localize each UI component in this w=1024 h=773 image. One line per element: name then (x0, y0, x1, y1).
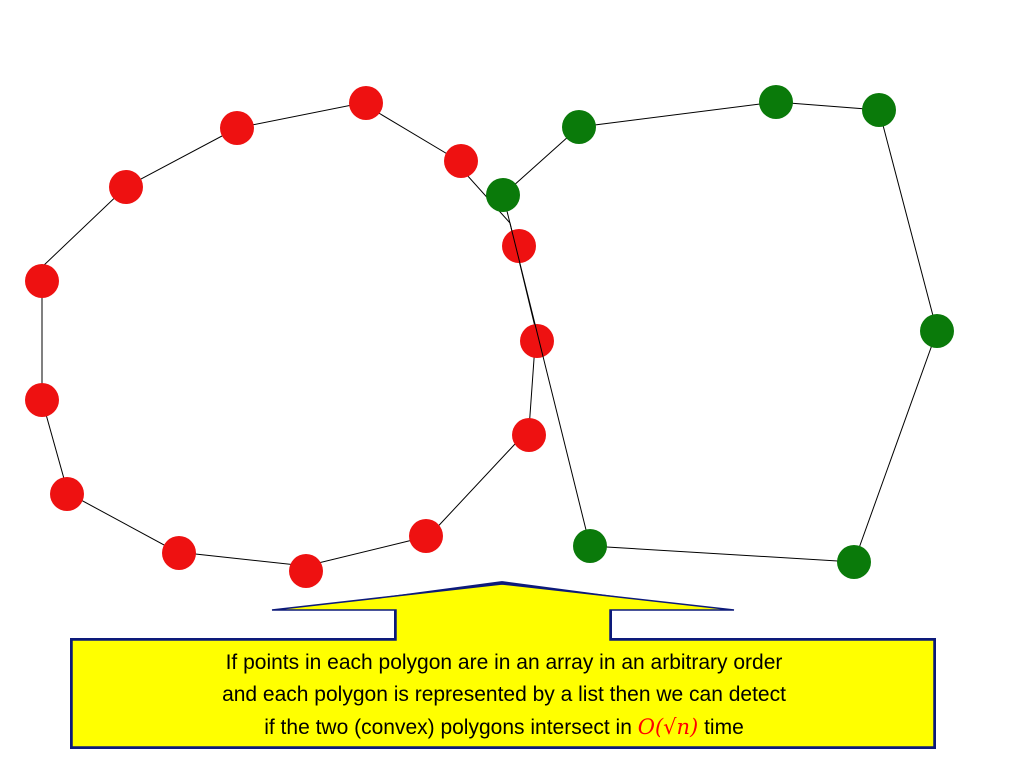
red-vertex-10 (289, 554, 323, 588)
green-vertex-6 (837, 545, 871, 579)
red-vertex-4 (349, 86, 383, 120)
green-vertex-3 (759, 85, 793, 119)
red-vertex-1 (25, 264, 59, 298)
callout-line-3: if the two (convex) polygons intersect i… (264, 711, 744, 744)
green-vertex-1 (486, 178, 520, 212)
callout-box (66, 576, 940, 753)
red-vertex-5 (444, 144, 478, 178)
callout-fill (71, 583, 935, 748)
red-vertex-8 (512, 418, 546, 452)
callout-line-1: If points in each polygon are in an arra… (225, 650, 783, 674)
callout-line-2: and each polygon is represented by a lis… (222, 682, 786, 706)
big-o-expression: O(√n) (637, 714, 699, 739)
green-polygon (486, 85, 954, 579)
red-vertex-13 (25, 383, 59, 417)
red-vertex-6 (502, 229, 536, 263)
green-vertex-5 (920, 314, 954, 348)
callout-line-3-start: if the two (convex) polygons intersect i… (264, 715, 638, 739)
red-vertex-11 (162, 536, 196, 570)
red-polygon (25, 86, 554, 588)
green-vertex-4 (862, 93, 896, 127)
red-vertex-9 (409, 519, 443, 553)
red-vertex-12 (50, 477, 84, 511)
callout-line-3-end: time (698, 715, 744, 739)
red-vertex-2 (109, 170, 143, 204)
green-vertex-2 (562, 110, 596, 144)
green-polygon-edges (502, 101, 938, 563)
red-vertex-7 (520, 324, 554, 358)
callout-text: If points in each polygon are in an arra… (76, 640, 932, 750)
red-vertex-3 (220, 111, 254, 145)
callout-border-gap (66, 576, 940, 753)
green-vertex-7 (573, 529, 607, 563)
red-polygon-edges (41, 102, 537, 567)
